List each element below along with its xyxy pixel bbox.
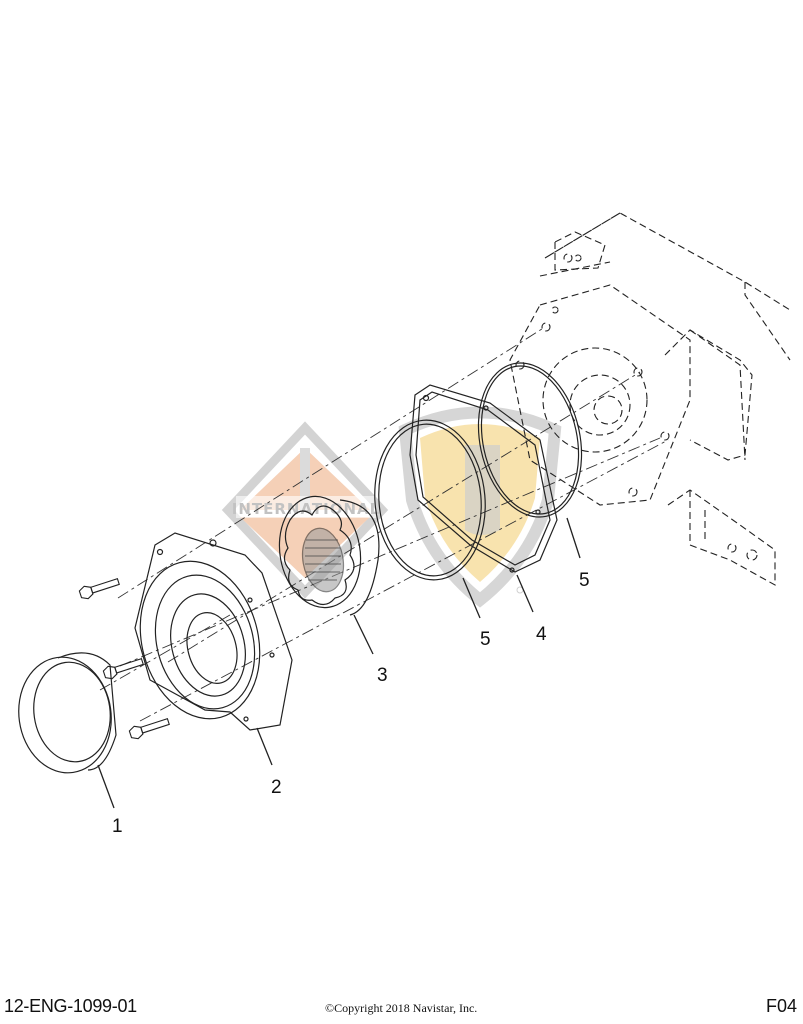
figure-code: F04 [765,996,797,1016]
part-3-gear [278,495,380,655]
svg-text:INTERNATIONAL: INTERNATIONAL [232,500,380,518]
document-id: 12-ENG-1099-01 [4,996,137,1016]
part-2-housing [134,532,293,766]
callout-5b: 5 [579,570,590,591]
alignment-lines [99,326,669,722]
callout-5a: 5 [480,629,491,650]
copyright-notice: ©Copyright 2018 Navistar, Inc. [325,1001,478,1015]
part-4-plate [409,384,558,613]
callout-4: 4 [536,624,547,645]
shield-logo-watermark [398,406,562,608]
part-5-oring-b [477,362,583,559]
callout-3: 3 [377,665,388,686]
part-1-seal [18,652,117,809]
part-5-oring-a [374,419,486,619]
callout-2: 2 [271,777,282,798]
engine-block-outline [509,212,791,586]
bolts [78,577,170,740]
callout-1: 1 [112,816,123,837]
